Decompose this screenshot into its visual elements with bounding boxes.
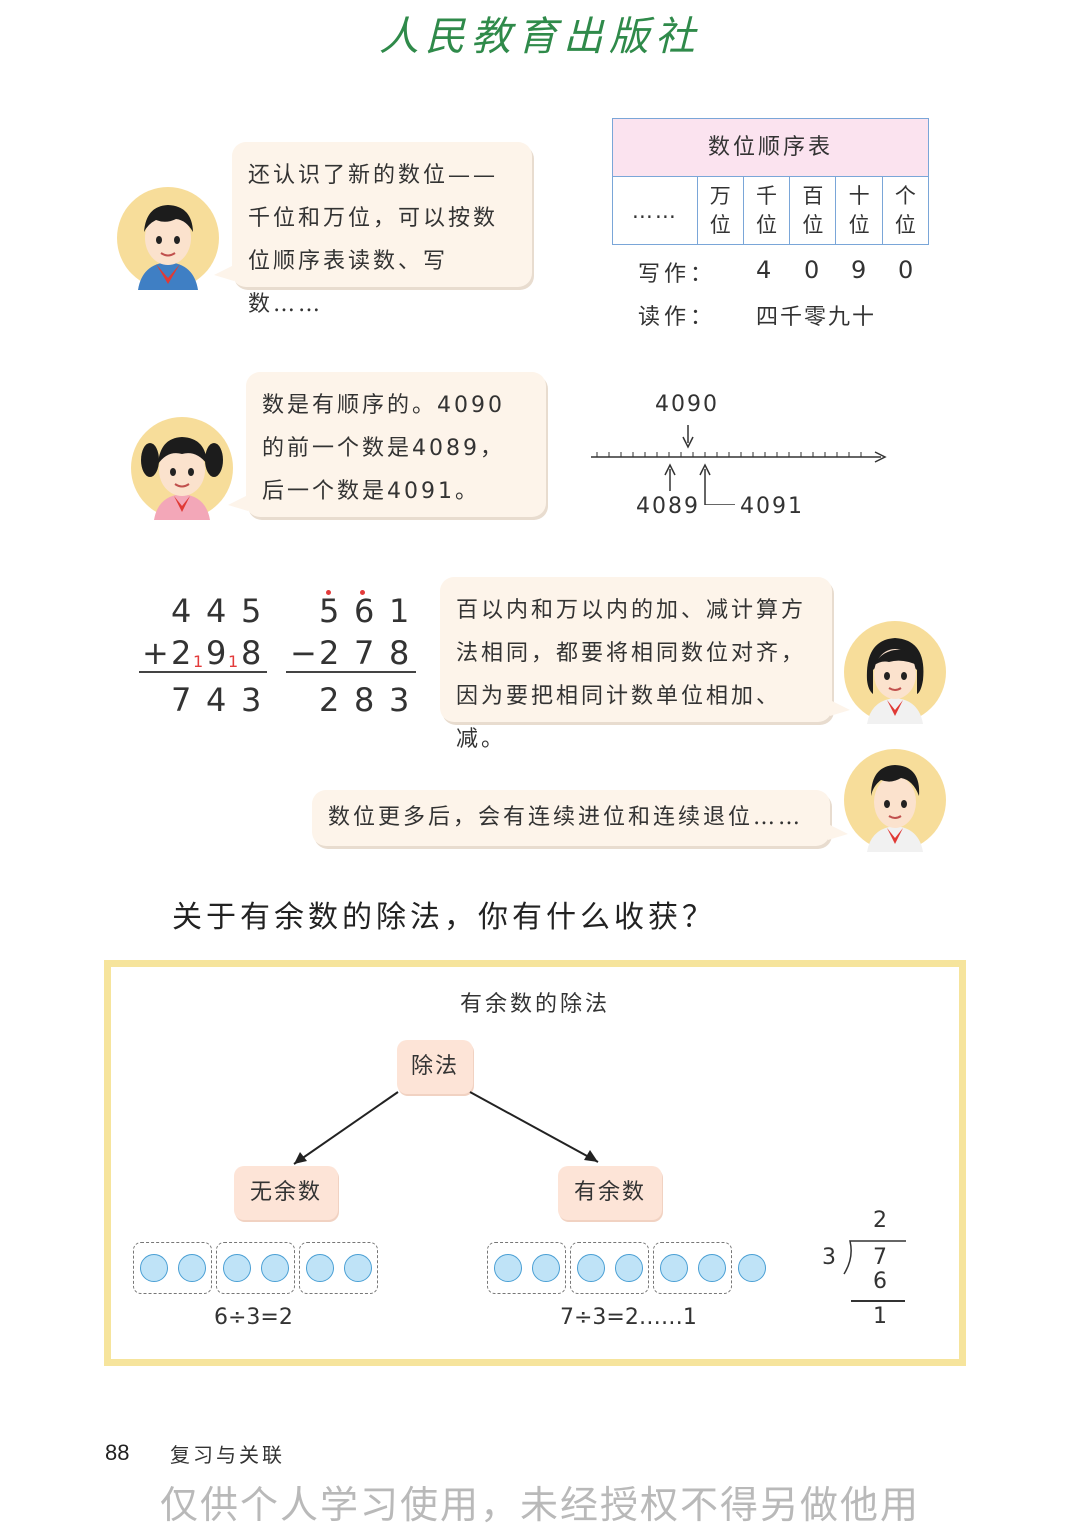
ball-icon [615,1254,643,1282]
digit: 4 [206,592,227,630]
table-cell-ones: 个位 [894,184,916,237]
numberline-label-4091: 4091 [740,494,804,519]
diagram-arrows [293,1091,599,1165]
ball-icon [532,1254,560,1282]
numberline-label-4089: 4089 [636,494,700,519]
boy-avatar-2 [844,749,946,852]
dividend: 7 [873,1245,887,1270]
table-cell-hundreds: 百位 [790,177,837,245]
table-title: 数位顺序表 [613,119,928,177]
girl-avatar-short-hair [844,621,946,724]
sum-line [139,671,267,673]
publisher-logo: 人民教育出版社 [379,14,701,60]
digit: 7 [354,634,375,672]
digit: 5 [319,592,340,630]
watermark-text: 仅供个人学习使用，未经授权不得另做他用 [159,1483,920,1527]
digit: 8 [354,681,375,719]
ball-group [487,1242,566,1294]
digit: 7 [171,681,192,719]
girl-avatar [131,417,233,520]
plus-sign: + [142,634,169,672]
equation-no-remainder: 6÷3=2 [214,1305,293,1330]
quotient: 2 [873,1208,887,1233]
node-division: 除法 [397,1040,473,1094]
write-digit: 4 [756,256,772,284]
digit: 2 [171,634,192,672]
section-question: 关于有余数的除法，你有什么收获？ [172,900,716,935]
ball-icon [494,1254,522,1282]
ball-icon [178,1254,206,1282]
ball-icon [660,1254,688,1282]
ball-icon [698,1254,726,1282]
write-digit: 0 [804,256,820,284]
speech-bubble-carry-borrow: 数位更多后，会有连续进位和连续退位…… [312,790,848,846]
borrow-dot [326,590,331,595]
table-cell-tens: 十位 [836,177,883,245]
digit: 4 [171,592,192,630]
read-label: 读作： [638,305,717,330]
carry-digit: 1 [193,652,204,671]
ball-icon [738,1254,766,1282]
write-label: 写作： [638,262,717,287]
ball-group [133,1242,212,1294]
equation-with-remainder: 7÷3=2……1 [560,1305,697,1330]
ball-icon [261,1254,289,1282]
borrow-dot [360,590,365,595]
digit: 9 [206,634,227,672]
ball-group [653,1242,732,1294]
division-line [851,1300,905,1302]
division-bracket [843,1240,906,1275]
digit: 8 [389,634,410,672]
node-with-remainder: 有余数 [558,1166,662,1220]
ball-icon [344,1254,372,1282]
write-digit: 0 [898,256,914,284]
speech-bubble-alignment: 百以内和万以内的加、减计算方法相同，都要将相同数位对齐，因为要把相同计数单位相加… [440,577,850,752]
ball-group [570,1242,649,1294]
table-cell-ten-thousands: 万位 [698,177,744,245]
product: 6 [873,1269,887,1294]
division-diagram-frame [104,960,966,1366]
speech-bubble-place-values: 还认识了新的数位——千位和万位，可以按数位顺序表读数、写数…… [214,142,532,317]
page-number: 88 [105,1440,130,1465]
table-row: …… 万位 千位 百位 十位 个位 [613,177,928,245]
table-cell-ellipsis: …… [613,177,698,245]
place-value-table: 数位顺序表 …… 万位 千位 百位 十位 个位 [612,118,929,245]
ball-group [216,1242,295,1294]
digit: 6 [354,592,375,630]
ball-group [299,1242,378,1294]
diagram-title: 有余数的除法 [459,992,610,1017]
read-value: 四千零九十 [756,305,877,330]
numberline-label-4090: 4090 [655,392,719,417]
write-digit: 9 [851,256,867,284]
ball-icon [306,1254,334,1282]
remainder: 1 [873,1304,887,1329]
minus-sign: − [290,634,317,672]
digit: 2 [319,681,340,719]
speech-bubble-number-order: 数是有顺序的。4090的前一个数是4089，后一个数是4091。 [228,372,546,517]
digit: 1 [389,592,410,630]
table-cell-thousands: 千位 [744,177,791,245]
digit: 2 [319,634,340,672]
digit: 3 [389,681,410,719]
digit: 8 [241,634,262,672]
digit: 5 [241,592,262,630]
digit: 4 [206,681,227,719]
chapter-title: 复习与关联 [170,1443,285,1467]
divisor: 3 [822,1245,836,1270]
digit: 3 [241,681,262,719]
ball-icon [140,1254,168,1282]
node-no-remainder: 无余数 [234,1166,338,1220]
boy-avatar-1 [117,187,219,290]
ball-icon [577,1254,605,1282]
difference-line [286,671,416,673]
number-line [591,425,887,505]
ball-icon [223,1254,251,1282]
carry-digit: 1 [228,652,239,671]
